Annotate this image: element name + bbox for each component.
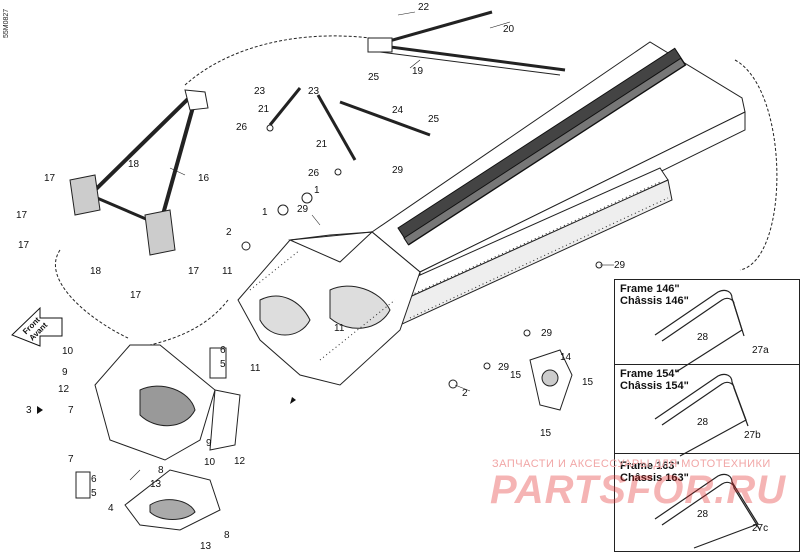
- callout-arrow: [37, 397, 296, 414]
- watermark-tagline: ЗАПЧАСТИ И АКСЕССУАРЫ ДЛЯ МОТОТЕХНИКИ: [492, 458, 771, 470]
- callout: 1: [314, 185, 320, 196]
- callout: 29: [297, 204, 309, 215]
- frame-146-part-a: 28: [697, 332, 709, 343]
- front-a-frame: [69, 89, 209, 256]
- frame-163-label-fr: Châssis 163": [620, 472, 689, 484]
- callout: 17: [16, 210, 28, 221]
- callout: 12: [58, 384, 70, 395]
- callout: 26: [236, 122, 248, 133]
- frame-163-part-b: 27c: [752, 523, 769, 534]
- callout: 13: [200, 541, 212, 552]
- heat-exchanger-fins: [397, 47, 687, 246]
- callout: 2: [462, 388, 468, 399]
- callout: 26: [308, 168, 320, 179]
- callout: 23: [308, 86, 320, 97]
- frame-146-part-b: 27a: [752, 345, 769, 356]
- frame-146-label-fr: Châssis 146": [620, 295, 689, 307]
- callout: 4: [108, 503, 114, 514]
- callout: 13: [150, 479, 162, 490]
- callout: 15: [540, 428, 552, 439]
- callout: 18: [90, 266, 102, 277]
- frame-146-label-en: Frame 146": [620, 283, 680, 295]
- callout: 11: [334, 323, 345, 334]
- callout: 17: [44, 173, 56, 184]
- hardware-items: [75, 124, 603, 499]
- frame-154-part-b: 27b: [744, 430, 761, 441]
- frame-154-label-en: Frame 154": [620, 368, 680, 380]
- rear-suspension-bracket: [529, 349, 573, 411]
- frame-154-part-a: 28: [697, 417, 709, 428]
- callout: 7: [68, 454, 74, 465]
- front-bulkhead: [94, 344, 241, 461]
- callout: 1: [262, 207, 268, 218]
- callout: 7: [68, 405, 74, 416]
- frame-rails: [654, 289, 761, 549]
- callout: 21: [316, 139, 328, 150]
- callout: 25: [428, 114, 440, 125]
- watermark-logo: PARTSFOR.RU: [490, 468, 787, 512]
- upper-braces: [268, 10, 566, 161]
- callout: 29: [498, 362, 510, 373]
- callout: 15: [510, 370, 522, 381]
- callout: 10: [204, 457, 216, 468]
- callout: 6: [91, 474, 97, 485]
- callout: 8: [158, 465, 164, 476]
- callout: 17: [18, 240, 30, 251]
- callout: 22: [418, 2, 430, 13]
- front-chassis: [237, 231, 421, 386]
- callout: 18: [128, 159, 140, 170]
- callout: 24: [392, 105, 404, 116]
- callout: 19: [412, 66, 424, 77]
- leader-lines: [129, 11, 614, 481]
- callout: 11: [250, 363, 261, 374]
- callout: 10: [62, 346, 74, 357]
- callout: 29: [614, 260, 626, 271]
- callout: 29: [541, 328, 553, 339]
- callout: 25: [368, 72, 380, 83]
- callout: 12: [234, 456, 246, 467]
- callout: 21: [258, 104, 270, 115]
- front-direction-arrow: [11, 306, 63, 347]
- callout: 3: [26, 405, 32, 416]
- callout: 23: [254, 86, 266, 97]
- callout: 9: [206, 438, 212, 449]
- callout: 9: [62, 367, 68, 378]
- callout: 17: [188, 266, 200, 277]
- callout: 16: [198, 173, 210, 184]
- callout: 5: [91, 488, 97, 499]
- callout: 17: [130, 290, 142, 301]
- callout: 5: [220, 359, 226, 370]
- callout: 20: [503, 24, 515, 35]
- frame-154-label-fr: Châssis 154": [620, 380, 689, 392]
- callout: 8: [224, 530, 230, 541]
- lower-bracket: [124, 469, 221, 531]
- side-reference-code: 55M0827: [3, 9, 10, 38]
- callout-numbers: 22 20 19 23 21 23 25 24 26 25 21 26 29 1…: [16, 2, 626, 552]
- callout: 11: [222, 266, 233, 277]
- frame-163-label-en: Frame 163": [620, 460, 680, 472]
- callout: 14: [560, 352, 572, 363]
- callout: 2: [226, 227, 232, 238]
- frame-163-part-a: 28: [697, 509, 709, 520]
- callout: 29: [392, 165, 404, 176]
- callout: 15: [582, 377, 594, 388]
- callout: 6: [220, 345, 226, 356]
